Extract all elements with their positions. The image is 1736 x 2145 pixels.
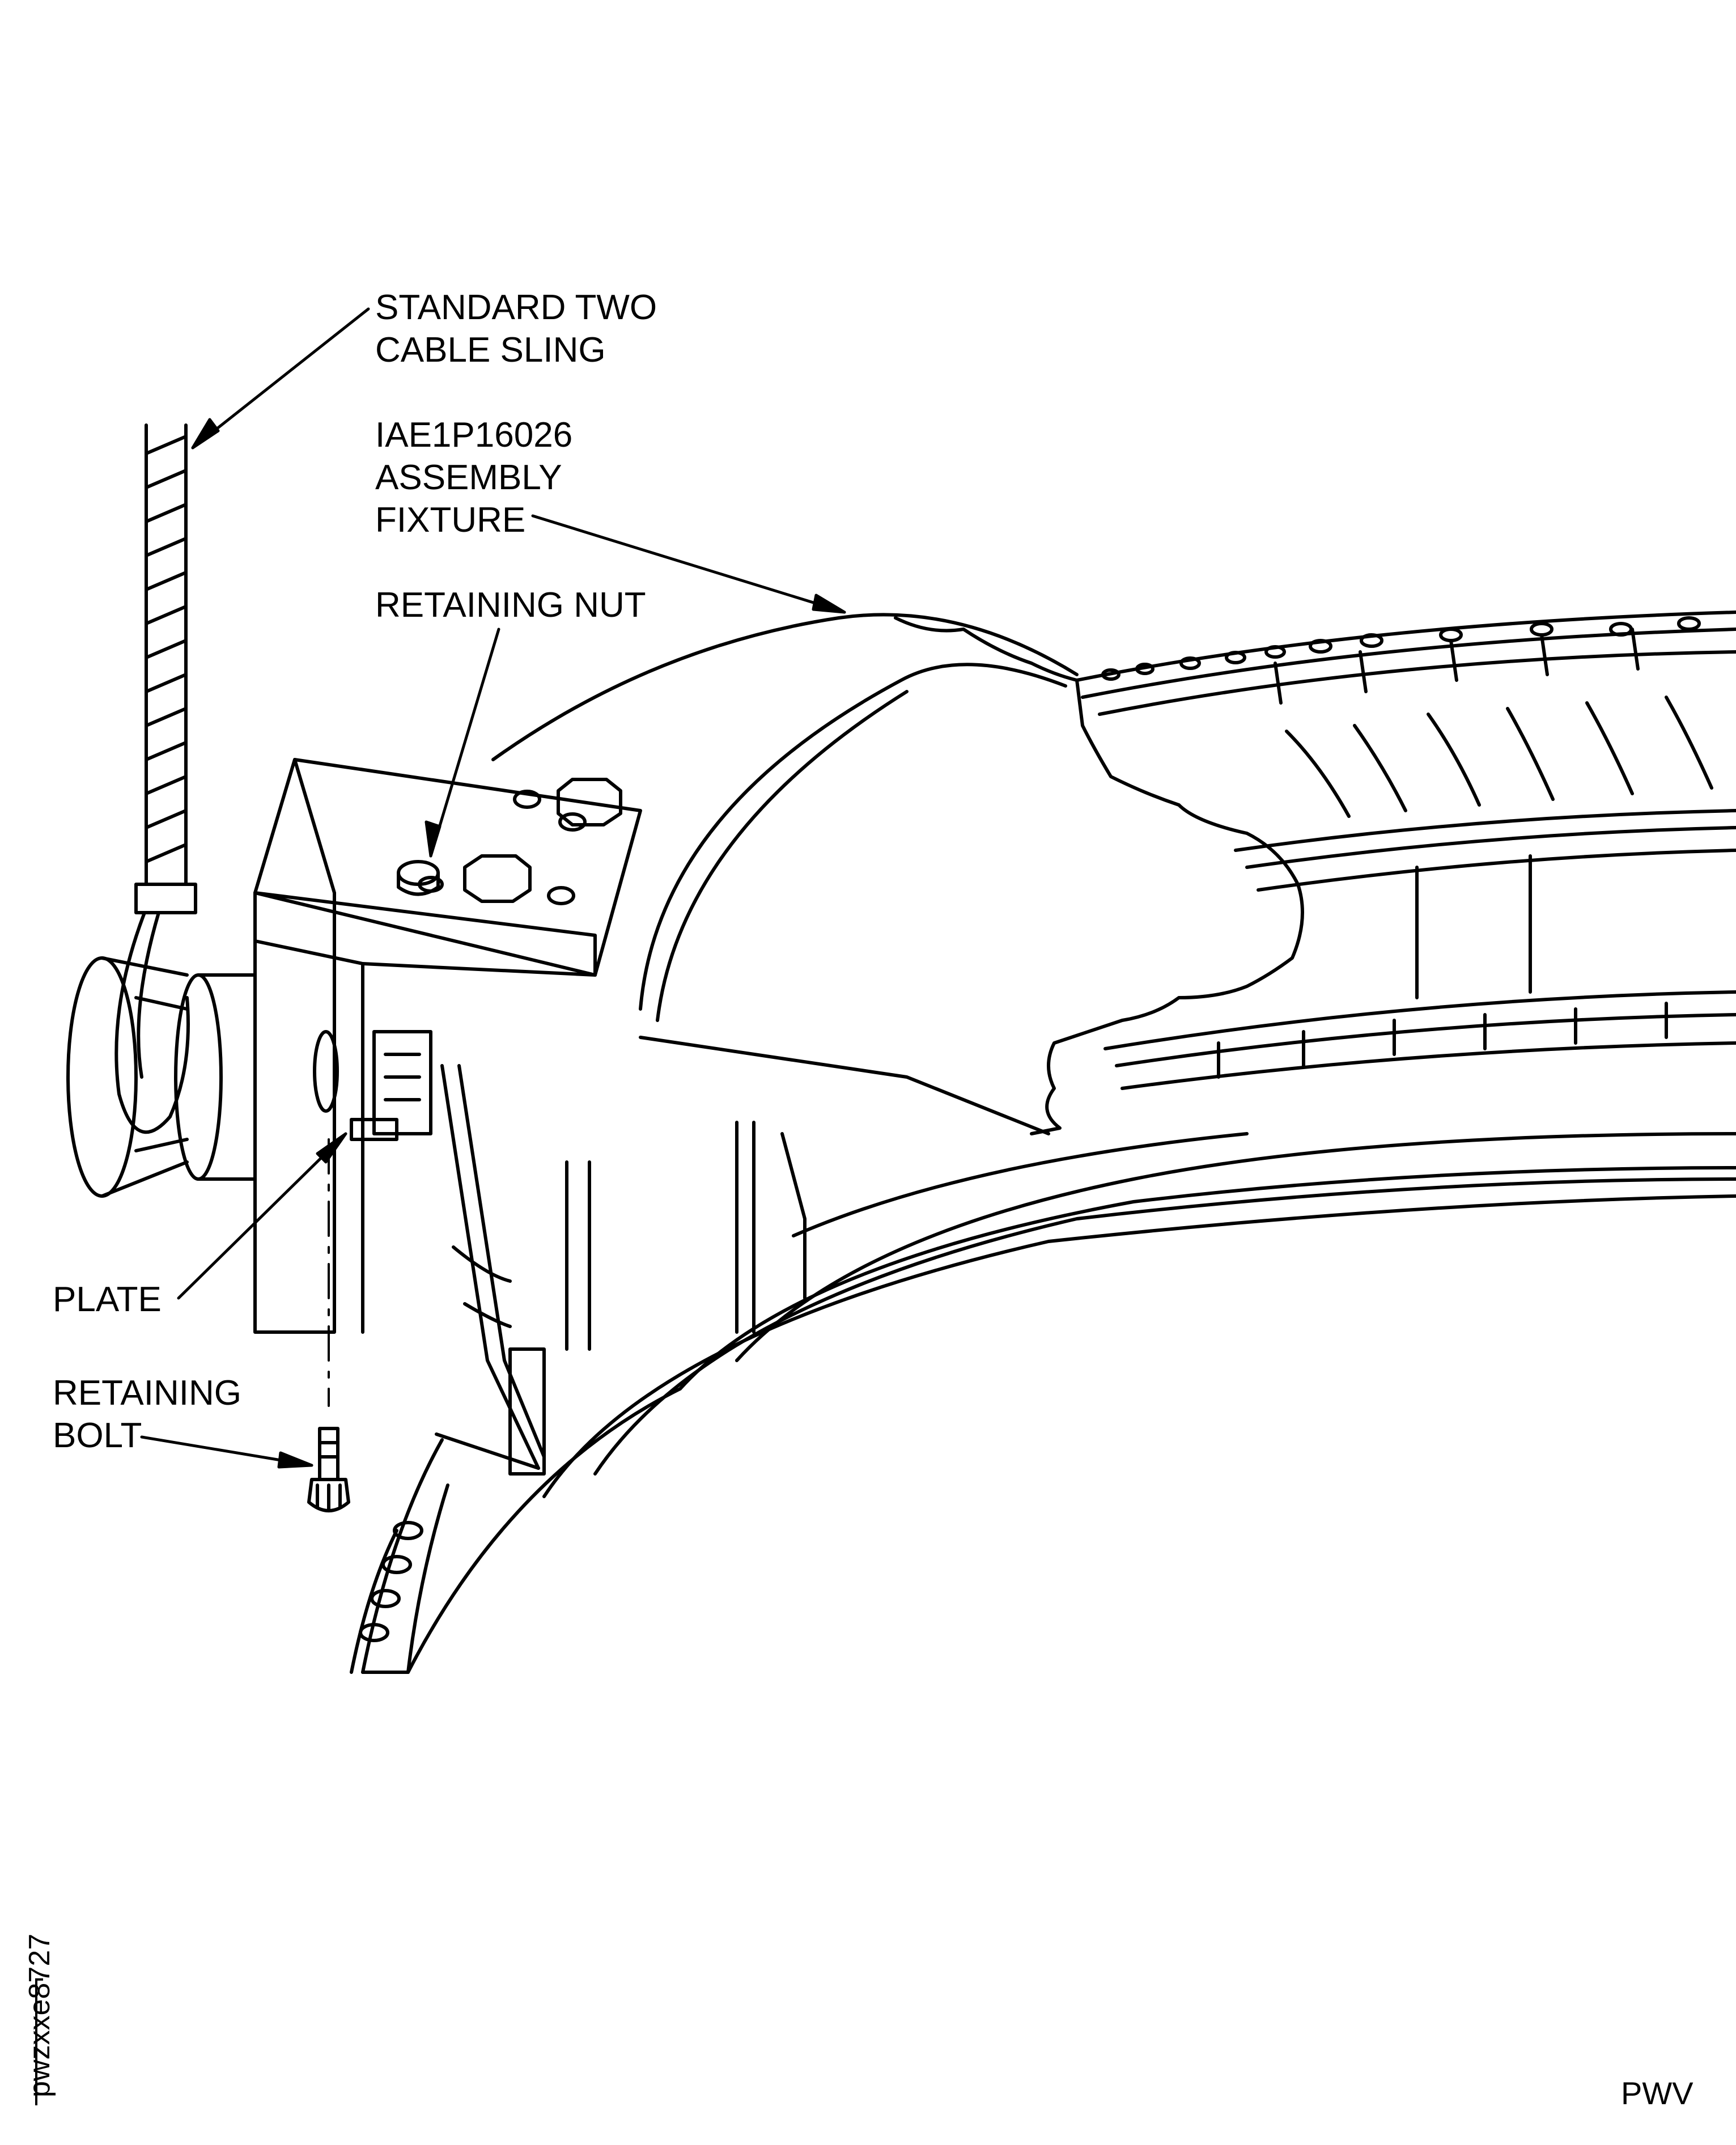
retaining-nut [397, 860, 440, 896]
callout-plate: PLATE [53, 1280, 162, 1319]
manufacturer-code: PWV [1621, 2075, 1693, 2111]
sling-leader [191, 307, 370, 450]
callout-fixture-line-3: FIXTURE [375, 501, 526, 540]
callout-sling-line-2: CABLE SLING [375, 330, 606, 370]
vanes [1217, 628, 1713, 1079]
callout-retaining-bolt-line-1: RETAINING [53, 1374, 241, 1413]
callout-fixture-line-2: ASSEMBLY [375, 458, 562, 497]
figure-id: pwzxxe8727 [23, 1933, 56, 2097]
fixture-block [253, 758, 642, 1334]
plate-leader [177, 1132, 347, 1300]
callout-retaining-bolt-line-2: BOLT [53, 1416, 142, 1455]
fixture-leader [531, 514, 846, 614]
figure-id-bracket [35, 1978, 43, 2105]
plate [350, 1118, 398, 1141]
ring-bolt-holes [1101, 616, 1701, 681]
fixture-arm [491, 613, 1304, 1135]
nut-leader [429, 628, 500, 858]
two-cable-sling [66, 423, 257, 1198]
leader-lines [140, 307, 846, 1469]
fixture-bolts [463, 778, 622, 903]
engine-ring [361, 611, 1736, 1674]
internal-mechanism [372, 1030, 807, 1476]
callout-retaining-nut: RETAINING NUT [375, 586, 646, 625]
callout-sling-line-1: STANDARD TWO [375, 288, 657, 327]
lower-flange [350, 1521, 423, 1674]
retaining-bolt [307, 1138, 350, 1512]
callout-fixture-line-1: IAE1P16026 [375, 416, 573, 455]
